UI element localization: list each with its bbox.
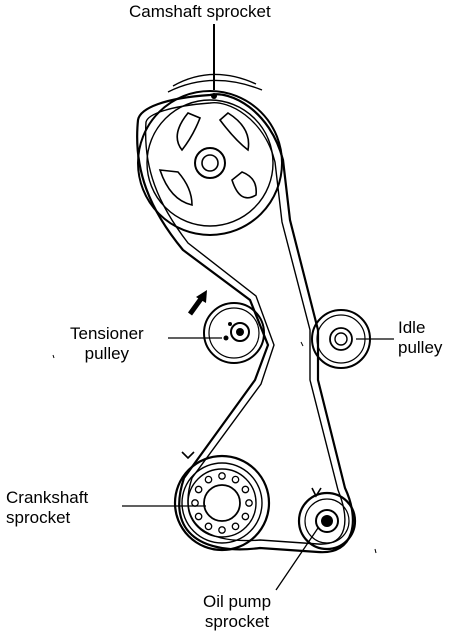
bolt-hole bbox=[231, 522, 240, 531]
label-camshaft-line-1: Camshaft sprocket bbox=[129, 2, 271, 21]
bolt-hole bbox=[241, 485, 250, 494]
camshaft-sprocket bbox=[137, 24, 283, 236]
bolt-hole bbox=[204, 475, 213, 484]
label-oil-pump-line-1: Oil pump bbox=[203, 592, 272, 611]
bolt-hole bbox=[218, 472, 226, 480]
crankshaft-sprocket bbox=[173, 451, 271, 552]
label-tensioner-pulley: Tensioner pulley bbox=[70, 324, 144, 364]
scan-marks bbox=[52, 341, 377, 554]
label-crankshaft-line-1: Crankshaft bbox=[6, 488, 89, 507]
label-camshaft-sprocket: Camshaft sprocket bbox=[129, 2, 271, 22]
label-oil-pump-line-2: sprocket bbox=[204, 612, 270, 631]
leader-lines bbox=[122, 337, 394, 591]
crankshaft-bolt-holes bbox=[191, 472, 253, 534]
rotation-arrow-icon bbox=[187, 290, 207, 316]
bolt-hole bbox=[231, 475, 240, 484]
label-idle-pulley: Idle pulley bbox=[398, 318, 442, 358]
label-oil-pump-sprocket: Oil pump sprocket bbox=[203, 592, 271, 632]
bolt-hole bbox=[194, 485, 203, 494]
label-crankshaft-line-2: sprocket bbox=[6, 508, 71, 527]
tensioner-pulley bbox=[203, 302, 265, 364]
bolt-hole bbox=[191, 499, 199, 507]
label-idle-line-1: Idle bbox=[398, 318, 426, 337]
oil-pump-sprocket bbox=[297, 487, 357, 551]
label-crankshaft-sprocket: Crankshaft sprocket bbox=[6, 488, 88, 528]
label-tensioner-line-2: pulley bbox=[84, 344, 130, 363]
bolt-hole bbox=[241, 512, 250, 521]
bolt-hole bbox=[194, 512, 203, 521]
timing-belt bbox=[136, 93, 354, 554]
label-tensioner-line-1: Tensioner bbox=[70, 324, 144, 343]
bolt-hole bbox=[245, 499, 253, 507]
bolt-hole bbox=[204, 522, 213, 531]
bolt-hole bbox=[218, 526, 226, 534]
label-idle-line-2: pulley bbox=[398, 338, 443, 357]
